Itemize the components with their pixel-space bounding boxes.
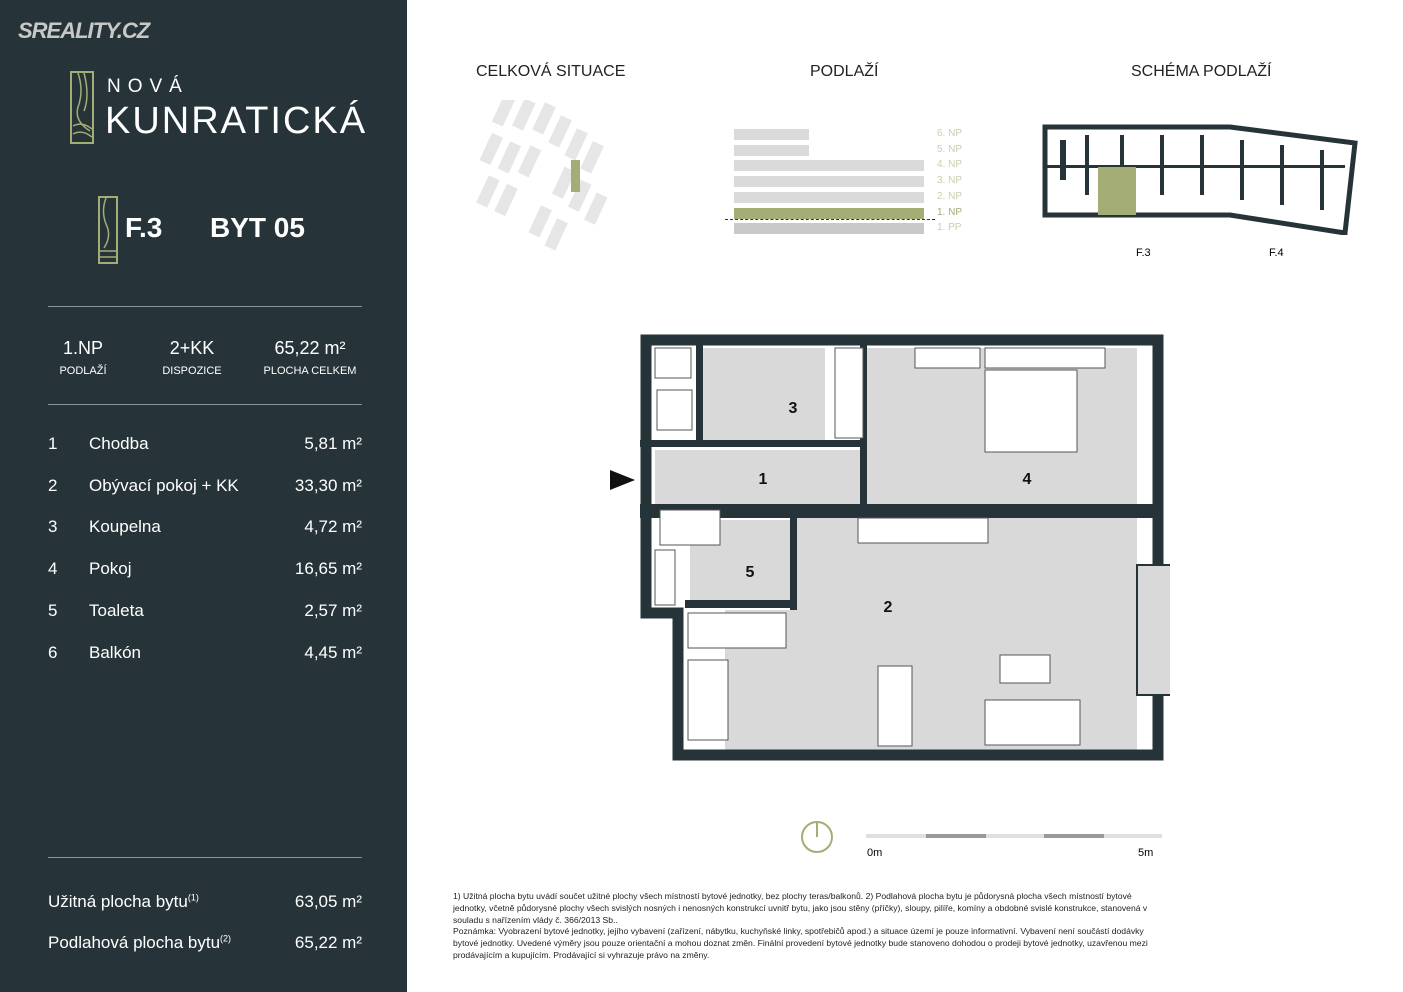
floor-label: 2. NP (937, 190, 963, 202)
site-highlight (571, 160, 580, 192)
room-number: 2 (48, 475, 58, 495)
floor-label: 6. NP (937, 128, 963, 139)
room-row: 4 Pokoj 16,65 m² (48, 559, 362, 583)
room-label: 3 (789, 400, 798, 417)
floor-bar (734, 207, 924, 219)
floor-bar (734, 223, 924, 235)
room-label: 4 (1023, 471, 1032, 488)
north-arrow-icon (801, 821, 833, 853)
floor-area: Podlahová plocha bytu(2) 65,22 m² (48, 933, 362, 953)
stat-value: 1.NP (62, 338, 104, 358)
divider (48, 306, 362, 307)
building-label: F.3 (125, 212, 163, 243)
total-label: Podlahová plocha bytu (48, 933, 221, 952)
floor-bar (734, 176, 924, 188)
floor-label: 3. NP (937, 175, 963, 187)
total-value: 65,22 m² (294, 933, 362, 952)
floor-label: 4. NP (937, 159, 963, 171)
scale-bar (866, 834, 1162, 838)
scheme-label-f3: F.3 (1136, 247, 1151, 259)
floor-plan: 3 1 4 5 2 6 (610, 334, 1170, 761)
room-row: 6 Balkón 4,45 m² (48, 643, 362, 667)
site-plan (476, 100, 608, 251)
floors-heading: PODLAŽÍ (810, 63, 879, 80)
room-number: 1 (48, 434, 58, 453)
room-number: 3 (48, 517, 58, 537)
portal-logo: SREALITY.CZ (18, 18, 150, 43)
building-icon (98, 196, 118, 264)
stat-label: PLOCHA CELKEM (263, 365, 357, 377)
floor-bar (734, 129, 809, 140)
entrance-arrow-icon (610, 470, 635, 490)
floor-scheme (1042, 124, 1358, 235)
floor-stack: 6. NP 5. NP 4. NP 3. NP 2. NP 1. NP 1. PP (725, 128, 975, 239)
total-label: Užitná plocha bytu (48, 892, 188, 911)
room-label: 1 (759, 471, 768, 488)
floor-bar (734, 191, 924, 203)
divider (48, 404, 362, 405)
stat-value: 2+KK (169, 338, 215, 358)
scale-start: 0m (867, 847, 883, 859)
room-area: 33,30 m² (294, 475, 362, 495)
room-area: 5,81 m² (304, 434, 362, 453)
site-heading: CELKOVÁ SITUACE (476, 63, 626, 80)
stat-label: DISPOZICE (162, 365, 222, 377)
scheme-heading: SCHÉMA PODLAŽÍ (1131, 63, 1272, 80)
apartment-label: BYT 05 (210, 212, 305, 243)
room-label: 2 (884, 599, 893, 616)
divider (48, 857, 362, 858)
room-number: 5 (48, 600, 58, 620)
scale-end: 5m (1138, 847, 1154, 859)
room-area: 16,65 m² (294, 559, 362, 579)
room-number: 6 (48, 642, 58, 662)
room-name: Balkón (89, 642, 141, 662)
footnote-ref: (1) (187, 892, 199, 903)
room-row: 3 Koupelna 4,72 m² (48, 517, 362, 541)
room-label: 5 (746, 564, 755, 581)
stat-area: 65,22 m² PLOCHA CELKEM (250, 338, 370, 377)
room-name: Koupelna (89, 517, 161, 537)
project-logo-icon (70, 71, 94, 144)
usable-area: Užitná plocha bytu(1) 63,05 m² (48, 892, 362, 912)
floor-bar (734, 160, 924, 172)
room-name: Toaleta (89, 600, 144, 620)
room-number: 4 (48, 559, 58, 579)
project-name: KUNRATICKÁ (105, 100, 368, 142)
project-name-top: NOVÁ (107, 76, 189, 97)
floor-label: 1. NP (937, 206, 963, 218)
room-area: 4,45 m² (304, 642, 362, 662)
stat-label: PODLAŽÍ (59, 365, 107, 377)
total-value: 63,05 m² (294, 892, 362, 911)
sidebar: SREALITY.CZ NOVÁ KUNRATICKÁ F.3 BYT 05 1… (0, 0, 407, 992)
floor-label: 1. PP (937, 222, 962, 234)
stat-value: 65,22 m² (274, 338, 346, 358)
footnote-ref: (2) (220, 933, 232, 944)
scheme-label-f4: F.4 (1269, 247, 1284, 259)
room-name: Obývací pokoj + KK (89, 475, 239, 495)
room-area: 4,72 m² (304, 517, 362, 537)
floor-bar (734, 144, 809, 156)
footnote: 1) Užitná plocha bytu uvádí součet užitn… (453, 891, 1148, 925)
disclaimer: Poznámka: Vyobrazení bytové jednotky, je… (453, 926, 1148, 960)
room-row: 1 Chodba 5,81 m² (48, 434, 362, 458)
room-area: 2,57 m² (304, 600, 362, 620)
room-row: 2 Obývací pokoj + KK 33,30 m² (48, 476, 362, 500)
room-name: Pokoj (89, 559, 132, 579)
stat-floor: 1.NP PODLAŽÍ (23, 338, 143, 377)
room-row: 5 Toaleta 2,57 m² (48, 601, 362, 625)
room-name: Chodba (89, 434, 149, 453)
ground-line (725, 219, 935, 220)
floor-label: 5. NP (937, 143, 963, 155)
stat-layout: 2+KK DISPOZICE (132, 338, 252, 377)
